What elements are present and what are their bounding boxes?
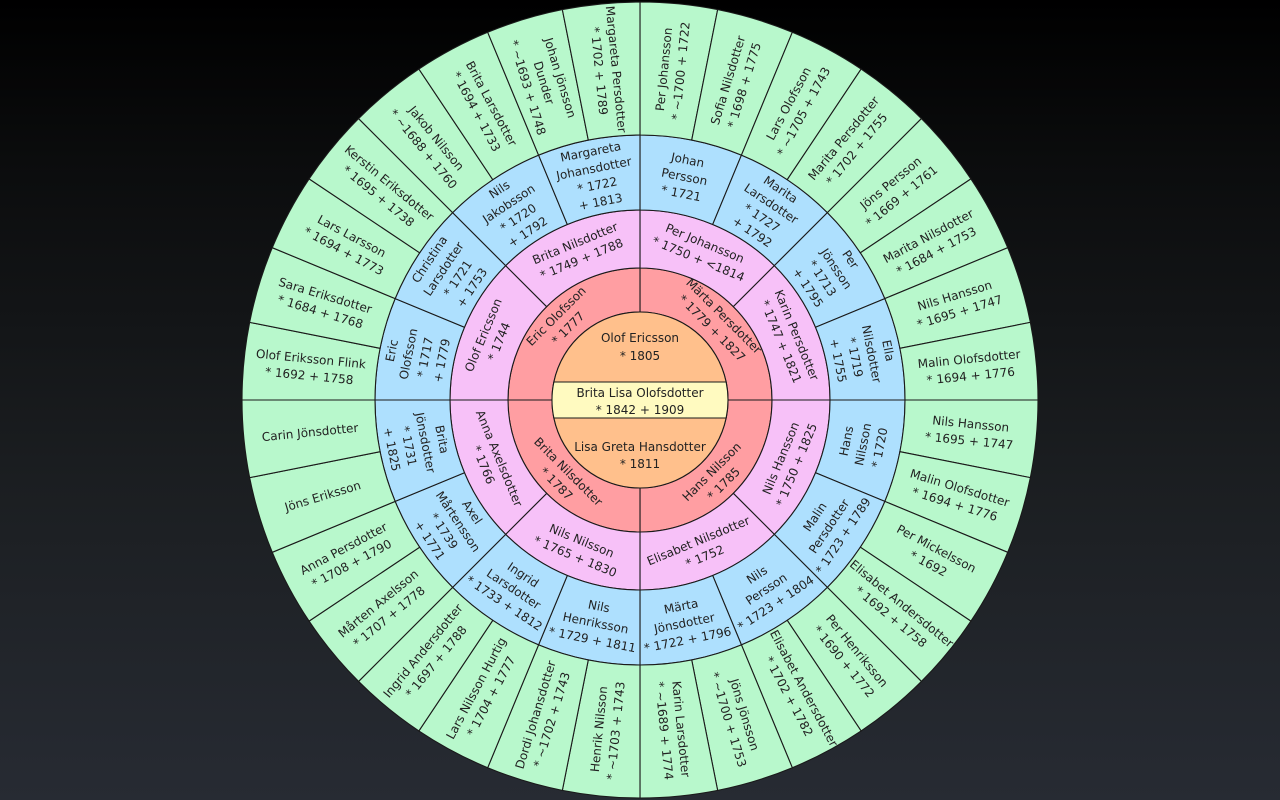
mother-dates: * 1811	[620, 457, 660, 471]
mother-name: Lisa Greta Hansdotter	[574, 440, 706, 454]
segment-shape	[561, 1, 641, 141]
father-segment[interactable]: Olof Ericsson * 1805	[553, 311, 727, 383]
mother-segment-shape	[553, 417, 727, 489]
father-dates: * 1805	[620, 349, 660, 363]
ancestor-name: Brita	[432, 424, 451, 455]
ancestor-segment-gen3[interactable]: Anna Axelsdotter* 1766	[449, 399, 548, 536]
root-person-band	[551, 381, 729, 419]
ancestor-name: Hans	[837, 425, 857, 457]
father-segment-shape	[553, 311, 727, 383]
ancestor-segment-gen3[interactable]: Nils Hansson* 1750 + 1825	[732, 399, 831, 536]
ancestor-name: Johan	[669, 150, 706, 170]
ancestor-segment-gen5[interactable]: Carin Jönsdotter	[241, 399, 381, 479]
ancestor-name: Ella	[879, 339, 897, 363]
root-person-dates: * 1842 + 1909	[596, 403, 685, 417]
root-person-name: Brita Lisa Olofsdotter	[576, 386, 703, 400]
root-person[interactable]: Brita Lisa Olofsdotter * 1842 + 1909	[551, 381, 729, 419]
ancestor-segment-gen5[interactable]: Jöns Persson* 1669 + 1761	[826, 117, 972, 254]
ancestor-segment-gen3[interactable]: Olof Ericsson* 1744	[449, 264, 548, 401]
ancestor-segment-gen5[interactable]: Nils Hansson* 1695 + 1747	[884, 246, 1031, 349]
mother-segment[interactable]: Lisa Greta Hansdotter * 1811	[553, 417, 727, 489]
ancestor-segment-gen5[interactable]: Sofia Nilsdotter* 1698 + 1775	[691, 9, 794, 156]
ancestor-segment-gen5[interactable]: Lars Olofsson* ~1705 + 1743	[740, 31, 862, 181]
ancestor-name: Märta	[663, 596, 700, 617]
ancestor-name: Nils	[587, 597, 611, 615]
ancestor-segment-gen3[interactable]: Brita Nilsdotter* 1749 + 1788	[504, 209, 641, 308]
ancestor-segment-gen5[interactable]: Jakob Nilsson* ~1688 + 1760	[357, 68, 494, 214]
ancestor-segment-gen5[interactable]: Elisabet Andersdotter* 1692 + 1758	[826, 546, 972, 683]
ancestor-segment-gen5[interactable]: Marita Persdotter* 1702 + 1755	[786, 68, 923, 214]
ancestor-name: Eric	[383, 338, 401, 363]
ancestor-segment-gen5[interactable]: Malin Olofsdotter* 1694 + 1776	[899, 321, 1039, 401]
ancestor-segment-gen5[interactable]: Malin Olofsdotter* 1694 + 1776	[884, 451, 1031, 554]
father-name: Olof Ericsson	[601, 331, 679, 345]
ancestor-segment-gen5[interactable]: Margareta Persdotter* 1702 + 1789	[561, 1, 641, 141]
ancestor-segment-gen5[interactable]: Jöns Eriksson	[249, 451, 396, 554]
center-disc: Olof Ericsson * 1805 Lisa Greta Hansdott…	[551, 311, 729, 489]
ancestor-segment-gen5[interactable]: Sara Eriksdotter* 1684 + 1768	[249, 246, 396, 349]
ancestor-segment-gen5[interactable]: Jöns Jönsson* ~1700 + 1753	[691, 644, 794, 791]
